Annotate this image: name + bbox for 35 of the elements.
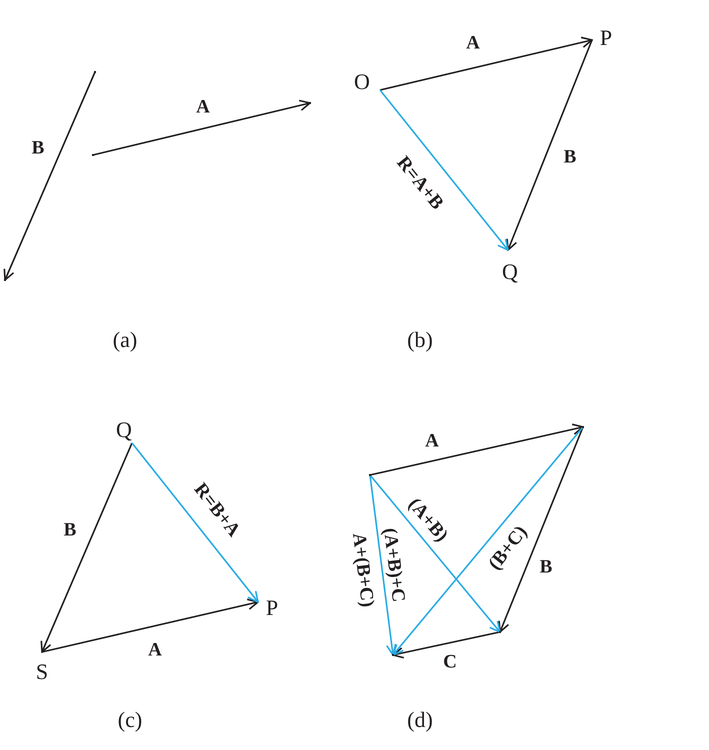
vector-label: A	[425, 432, 439, 450]
point-label: P	[266, 597, 278, 619]
vector-label: A	[148, 640, 162, 660]
vector-label: B	[540, 558, 552, 576]
point-label: Q	[116, 419, 132, 441]
vector-label: (A+B)+C	[380, 526, 408, 604]
vector-arrow	[392, 426, 584, 656]
vector-arrow	[370, 424, 584, 476]
point-label: O	[354, 71, 370, 93]
vector-label: B	[32, 138, 44, 158]
vector-arrow	[42, 598, 259, 653]
vector-arrow	[379, 90, 509, 251]
panel-label: (d)	[407, 709, 433, 731]
panel-label: (c)	[118, 709, 142, 731]
point-label: P	[600, 27, 612, 49]
vector-arrow	[131, 442, 259, 603]
vector-label: A+(B+C)	[349, 532, 377, 608]
vector-arrow	[369, 474, 501, 633]
panel-label: (b)	[407, 329, 433, 351]
vector-label: B	[564, 148, 576, 166]
vector-arrow	[498, 426, 584, 633]
vector-arrow	[380, 36, 593, 91]
point-label: Q	[502, 261, 518, 283]
vector-arrow	[506, 40, 593, 251]
vector-arrow	[40, 442, 133, 653]
vector-label: C	[443, 652, 457, 672]
point-label: S	[36, 661, 48, 683]
vector-arrow	[369, 474, 398, 656]
vector-label: A	[196, 98, 210, 116]
panel-label: (a)	[112, 329, 138, 351]
vector-arrow	[4, 72, 96, 281]
vector-arrow	[92, 100, 311, 156]
vector-label: B	[64, 520, 76, 540]
vector-label: A	[466, 34, 480, 52]
vector-arrow	[392, 631, 500, 659]
